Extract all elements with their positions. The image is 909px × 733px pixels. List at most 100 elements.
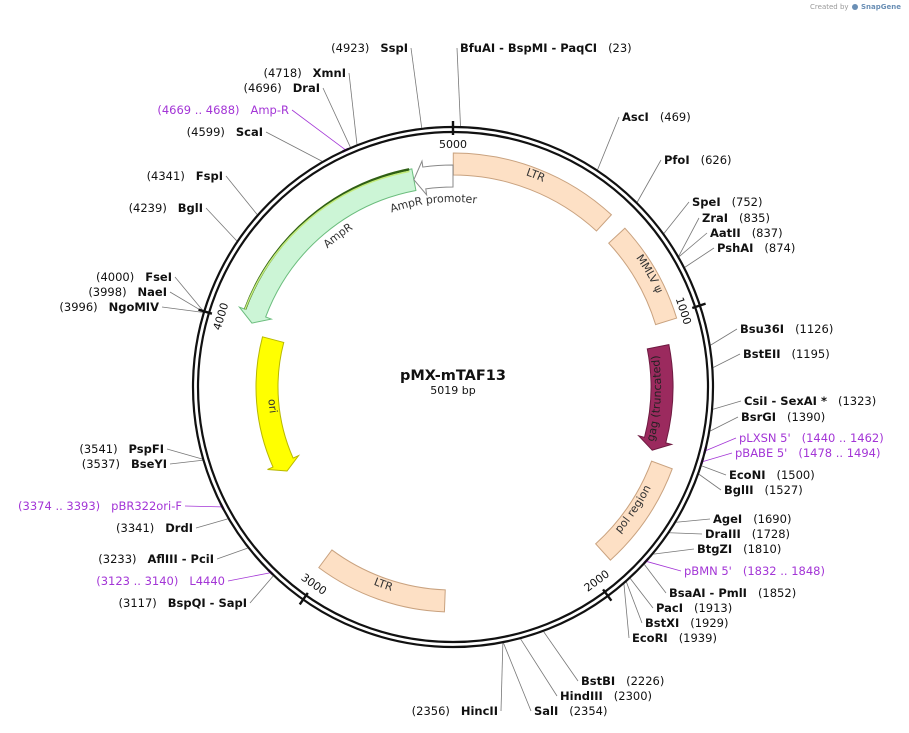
site-label-bseyi[interactable]: (3537) BseYI [82, 457, 167, 471]
site-position: (1728) [752, 527, 790, 541]
site-label-sali[interactable]: SalI (2354) [534, 704, 607, 718]
site-label-scai[interactable]: (4599) ScaI [187, 125, 263, 139]
site-name: BfuAI - BspMI - PaqCI [460, 41, 597, 55]
leader-line-pfoi [636, 159, 662, 203]
site-name: pBR322ori-F [111, 499, 182, 513]
label-gap [753, 241, 764, 255]
feature-label-text-4: LTR [372, 575, 395, 594]
leader-line-drdi [195, 518, 228, 529]
tick-label-1000: 1000 [673, 296, 694, 327]
site-label-paci[interactable]: PacI (1913) [656, 601, 732, 615]
site-label-bspqi-sapi[interactable]: (3117) BspQI - SapI [119, 596, 247, 610]
site-label-asci[interactable]: AscI (469) [622, 110, 691, 124]
site-label-drai[interactable]: (4696) DraI [244, 81, 320, 95]
site-label-agei[interactable]: AgeI (1690) [713, 512, 791, 526]
site-label-zrai[interactable]: ZraI (835) [702, 211, 770, 225]
site-label-fspi[interactable]: (4341) FspI [147, 169, 223, 183]
site-position: (1478 .. 1494) [798, 446, 880, 460]
feature-label-ori-5: ori [265, 398, 279, 414]
site-label-pbabe-5[interactable]: pBABE 5' (1478 .. 1494) [735, 446, 880, 460]
site-label-bfuai-bspmi-paqci[interactable]: BfuAI - BspMI - PaqCI (23) [460, 41, 632, 55]
site-label-bsteii[interactable]: BstEII (1195) [743, 347, 830, 361]
site-label-afliii-pcii[interactable]: (3233) AflIII - PciI [98, 552, 214, 566]
plasmid-name: pMX-mTAF13 [400, 368, 506, 384]
site-position: (752) [732, 195, 763, 209]
site-label-pbmn-5[interactable]: pBMN 5' (1832 .. 1848) [684, 564, 825, 578]
feature-arrow-ltr-4[interactable] [318, 549, 446, 613]
label-gap [787, 446, 798, 460]
site-label-plxsn-5[interactable]: pLXSN 5' (1440 .. 1462) [739, 431, 884, 445]
feature-label-ltr-4: LTR [372, 575, 395, 594]
site-name: pBMN 5' [684, 564, 732, 578]
site-label-amp-r[interactable]: (4669 .. 4688) Amp-R [157, 103, 289, 117]
site-label-btgzi[interactable]: BtgZI (1810) [697, 542, 781, 556]
site-label-sspi[interactable]: (4923) SspI [331, 41, 408, 55]
leader-line-bglii [698, 473, 722, 491]
site-label-econi[interactable]: EcoNI (1500) [729, 468, 815, 482]
site-label-ngomiv[interactable]: (3996) NgoMIV [59, 300, 159, 314]
leader-line-bgli [205, 207, 238, 242]
site-label-pfoi[interactable]: PfoI (626) [664, 153, 732, 167]
plasmid-length: 5019 bp [430, 384, 475, 397]
site-label-aatii[interactable]: AatII (837) [710, 226, 783, 240]
site-position: (4923) [331, 41, 369, 55]
leader-line-agei [676, 518, 711, 523]
site-position: (2356) [412, 704, 450, 718]
site-position: (1500) [776, 468, 814, 482]
site-label-bgli[interactable]: (4239) BglI [129, 201, 203, 215]
site-label-drdi[interactable]: (3341) DrdI [116, 521, 193, 535]
feature-arrow-ampr-promoter-7[interactable] [413, 159, 454, 197]
leader-line-bsrgi [710, 416, 739, 432]
feature-arrow-ori-5[interactable] [255, 336, 301, 472]
label-gap [120, 457, 131, 471]
leader-line-bfuai-bspmi-paqci [456, 47, 461, 127]
site-label-hincii[interactable]: (2356) HincII [412, 704, 498, 718]
site-position: (1690) [753, 512, 791, 526]
site-position: (3341) [116, 521, 154, 535]
site-name: BglII [724, 483, 754, 497]
site-name: BtgZI [697, 542, 732, 556]
tick-label-5000: 5000 [439, 138, 467, 151]
site-label-pbr322ori-f[interactable]: (3374 .. 3393) pBR322ori-F [18, 499, 182, 513]
site-label-hindiii[interactable]: HindIII (2300) [560, 689, 652, 703]
leader-line-bstbi [543, 631, 579, 682]
feature-arrow-mmlv-1[interactable] [608, 227, 678, 326]
site-name: SspI [380, 41, 408, 55]
site-label-bglii[interactable]: BglII (1527) [724, 483, 803, 497]
site-label-bsu36i[interactable]: Bsu36I (1126) [740, 322, 833, 336]
site-label-ecori[interactable]: EcoRI (1939) [632, 631, 717, 645]
feature-arrow-ltr-0[interactable] [452, 152, 613, 232]
leader-line-asci [597, 116, 620, 170]
site-label-xmni[interactable]: (4718) XmnI [263, 66, 346, 80]
site-label-draiii[interactable]: DraIII (1728) [705, 527, 790, 541]
site-label-csii-sexai[interactable]: CsiI - SexAI * (1323) [744, 394, 876, 408]
site-label-bsaai-pmli[interactable]: BsaAI - PmlI (1852) [669, 586, 796, 600]
site-label-bstbi[interactable]: BstBI (2226) [581, 674, 664, 688]
site-position: (1939) [679, 631, 717, 645]
site-name: BspQI - SapI [168, 596, 247, 610]
site-label-bsrgi[interactable]: BsrGI (1390) [741, 410, 825, 424]
site-label-pspfi[interactable]: (3541) PspFI [79, 442, 164, 456]
site-name: pBABE 5' [735, 446, 787, 460]
site-label-spei[interactable]: SpeI (752) [692, 195, 763, 209]
site-name: BstBI [581, 674, 615, 688]
site-position: (4000) [96, 270, 134, 284]
leader-line-fsei [174, 276, 204, 312]
site-name: AflIII - PciI [147, 552, 214, 566]
site-label-bstxi[interactable]: BstXI (1929) [645, 616, 728, 630]
leader-line-pbr322ori-f [184, 505, 222, 508]
feature-arrow-pol-region-3[interactable] [594, 460, 673, 561]
leader-line-pshai [684, 247, 715, 268]
label-gap [137, 552, 148, 566]
site-label-l4440[interactable]: (3123 .. 3140) L4440 [96, 574, 225, 588]
site-name: AgeI [713, 512, 742, 526]
label-gap [741, 527, 752, 541]
site-position: (2226) [626, 674, 664, 688]
site-label-naei[interactable]: (3998) NaeI [88, 285, 167, 299]
site-label-fsei[interactable]: (4000) FseI [96, 270, 172, 284]
site-position: (1913) [694, 601, 732, 615]
feature-arrow-gag-truncated-2[interactable] [637, 344, 674, 451]
site-label-pshai[interactable]: PshAI (874) [717, 241, 795, 255]
site-position: (23) [608, 41, 632, 55]
